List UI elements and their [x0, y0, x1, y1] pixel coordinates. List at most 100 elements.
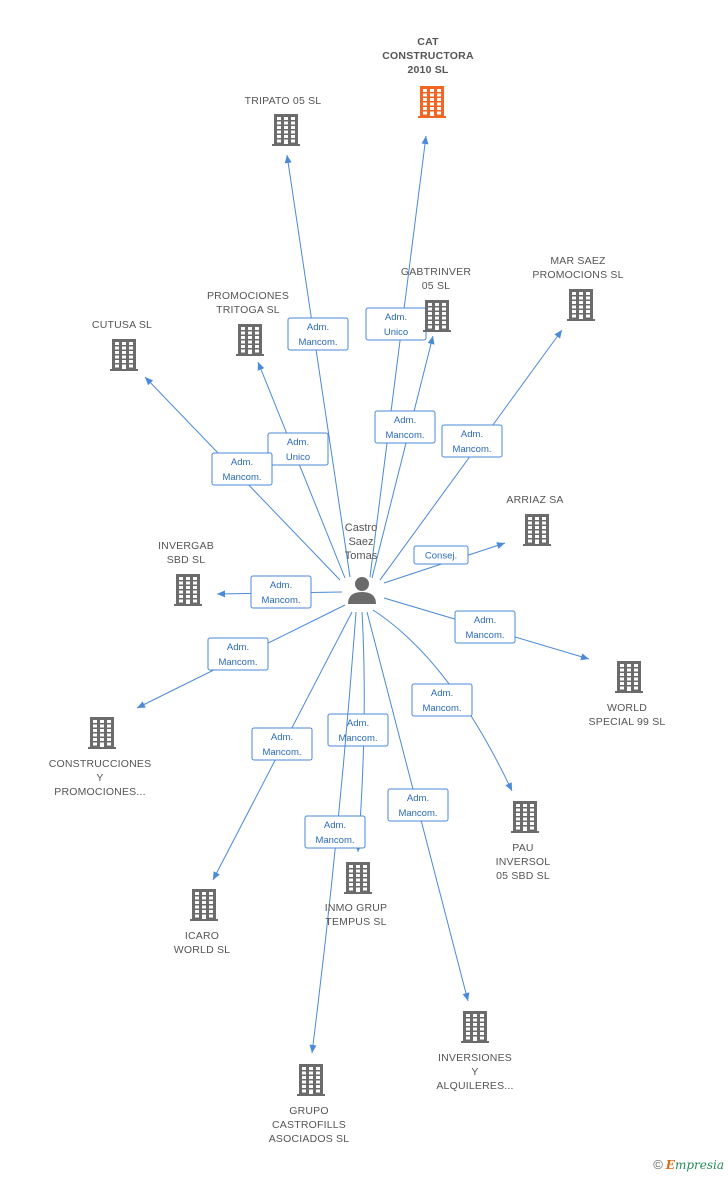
edge-role-label[interactable]: Adm.Mancom. — [250, 575, 312, 609]
edge-role-label[interactable]: Adm. Mancom. — [374, 410, 436, 444]
edge-role-text: Adm. — [407, 793, 429, 804]
person-name-line-1: Castro — [345, 522, 377, 534]
building-icon — [190, 889, 218, 921]
edge-role-label[interactable]: Adm. Mancom. — [207, 637, 269, 671]
building-icon — [110, 339, 138, 371]
arrow-head-icon — [421, 136, 429, 145]
company-node-inversiones[interactable]: INVERSIONESYALQUILERES... — [436, 1011, 513, 1092]
company-node-cutusa[interactable]: CUTUSA SL — [92, 319, 152, 371]
arrow-head-icon — [145, 377, 154, 386]
company-node-construcciones[interactable]: CONSTRUCCIONESYPROMOCIONES... — [49, 717, 152, 798]
building-icon — [511, 801, 539, 833]
edge-role-text: Mancom. — [222, 472, 261, 483]
company-label-line: TRIPATO 05 SL — [245, 95, 322, 107]
company-label-line: SPECIAL 99 SL — [589, 716, 666, 728]
edge-role-text: Mancom. — [218, 657, 257, 668]
edge-role-label[interactable]: Adm.Unico — [267, 432, 329, 466]
building-icon — [423, 300, 451, 332]
company-node-marsaez[interactable]: MAR SAEZ PROMOCIONS SL — [532, 255, 623, 321]
edge-role-label[interactable]: Adm.Mancom. — [304, 815, 366, 849]
person-name-line-3: Tomas — [345, 550, 378, 562]
copyright-symbol: © — [653, 1157, 663, 1172]
edge-role-text: Mancom. — [262, 747, 301, 758]
person-node[interactable]: Castro Saez Tomas — [345, 522, 378, 604]
edge-role-text: Mancom. — [465, 630, 504, 641]
edge-role-text: Adm. — [231, 457, 253, 468]
edge-to-pau: Adm.Mancom. — [372, 609, 513, 792]
edge-role-label[interactable]: Adm.Mancom. — [441, 424, 503, 458]
edge-role-label[interactable]: Consej. — [413, 545, 469, 565]
arrow-head-icon — [462, 992, 470, 1001]
edge-role-text: Adm. — [347, 718, 369, 729]
company-label-line: ASOCIADOS SL — [269, 1133, 350, 1145]
company-label-line: CUTUSA SL — [92, 319, 152, 331]
company-label-line: INVERSOL — [496, 856, 551, 868]
company-label-line: CONSTRUCTORA — [382, 50, 474, 62]
company-label-line: PAU — [512, 842, 533, 854]
company-node-arriaz[interactable]: ARRIAZ SA — [506, 494, 563, 546]
person-icon — [348, 577, 376, 604]
company-label-line: 2010 SL — [407, 64, 448, 76]
edge-to-inversiones: Adm. Mancom. — [366, 611, 470, 1002]
edge-role-text: Adm. — [394, 415, 416, 426]
edge-to-tripato: Adm.Mancom. — [284, 154, 351, 578]
edge-to-gabtrinver: Adm. Mancom. — [371, 335, 436, 579]
edge-role-text: Mancom. — [452, 444, 491, 455]
brand-initial: E — [665, 1158, 675, 1172]
edge-role-text: Adm. — [271, 732, 293, 743]
edge-role-label[interactable]: Adm. Mancom. — [327, 713, 389, 747]
company-label-line: PROMOCIONS SL — [532, 269, 623, 281]
edge-role-text: Adm. — [385, 312, 407, 323]
edge-role-label[interactable]: Adm.Mancom. — [411, 683, 473, 717]
edge-to-grupo: Adm. Mancom. — [304, 611, 366, 1054]
edge-role-text: Unico — [384, 327, 408, 338]
edge-role-label[interactable]: Adm. Mancom. — [211, 452, 273, 486]
building-icon — [272, 114, 300, 146]
building-icon — [236, 324, 264, 356]
edge-to-icaro: Adm. Mancom. — [212, 611, 353, 881]
company-label-line: ARRIAZ SA — [506, 494, 563, 506]
company-label-line: PROMOCIONES — [207, 290, 289, 302]
edge-line — [372, 609, 513, 792]
company-label-line: ALQUILERES... — [436, 1080, 513, 1092]
edge-role-label[interactable]: Adm.Mancom. — [287, 317, 349, 351]
company-label-line: GABTRINVER — [401, 266, 471, 278]
edge-line — [371, 335, 434, 579]
edge-role-text: Mancom. — [385, 430, 424, 441]
building-icon — [418, 86, 446, 118]
edge-role-text: Mancom. — [298, 337, 337, 348]
company-label-line: Y — [471, 1066, 478, 1078]
company-node-gabtrinver[interactable]: GABTRINVER 05 SL — [401, 266, 471, 332]
edge-to-cutusa: Adm. Mancom. — [144, 376, 341, 581]
building-icon — [615, 661, 643, 693]
company-label-line: SBD SL — [167, 554, 206, 566]
edge-role-text: Unico — [286, 452, 310, 463]
edge-role-text: Adm. — [227, 642, 249, 653]
edge-role-text: Mancom. — [422, 703, 461, 714]
arrow-head-icon — [580, 653, 589, 661]
edge-role-text: Mancom. — [261, 595, 300, 606]
edge-role-text: Mancom. — [315, 835, 354, 846]
arrow-head-icon — [427, 336, 435, 345]
edge-role-text: Mancom. — [338, 733, 377, 744]
company-label-line: INMO GRUP — [325, 902, 387, 914]
edge-role-label[interactable]: Adm.Mancom. — [454, 610, 516, 644]
company-node-tripato[interactable]: TRIPATO 05 SL — [245, 95, 322, 146]
edge-role-label[interactable]: Adm.Mancom. — [387, 788, 449, 822]
edge-line — [369, 135, 427, 578]
edge-role-label[interactable]: Adm. Unico — [365, 307, 427, 341]
edge-role-label[interactable]: Adm. Mancom. — [251, 727, 313, 761]
company-label-line: CASTROFILLS — [272, 1119, 346, 1131]
edge-to-arriaz: Consej. — [383, 542, 506, 584]
company-label-line: MAR SAEZ — [550, 255, 606, 267]
company-label-line: 05 SL — [422, 280, 450, 292]
